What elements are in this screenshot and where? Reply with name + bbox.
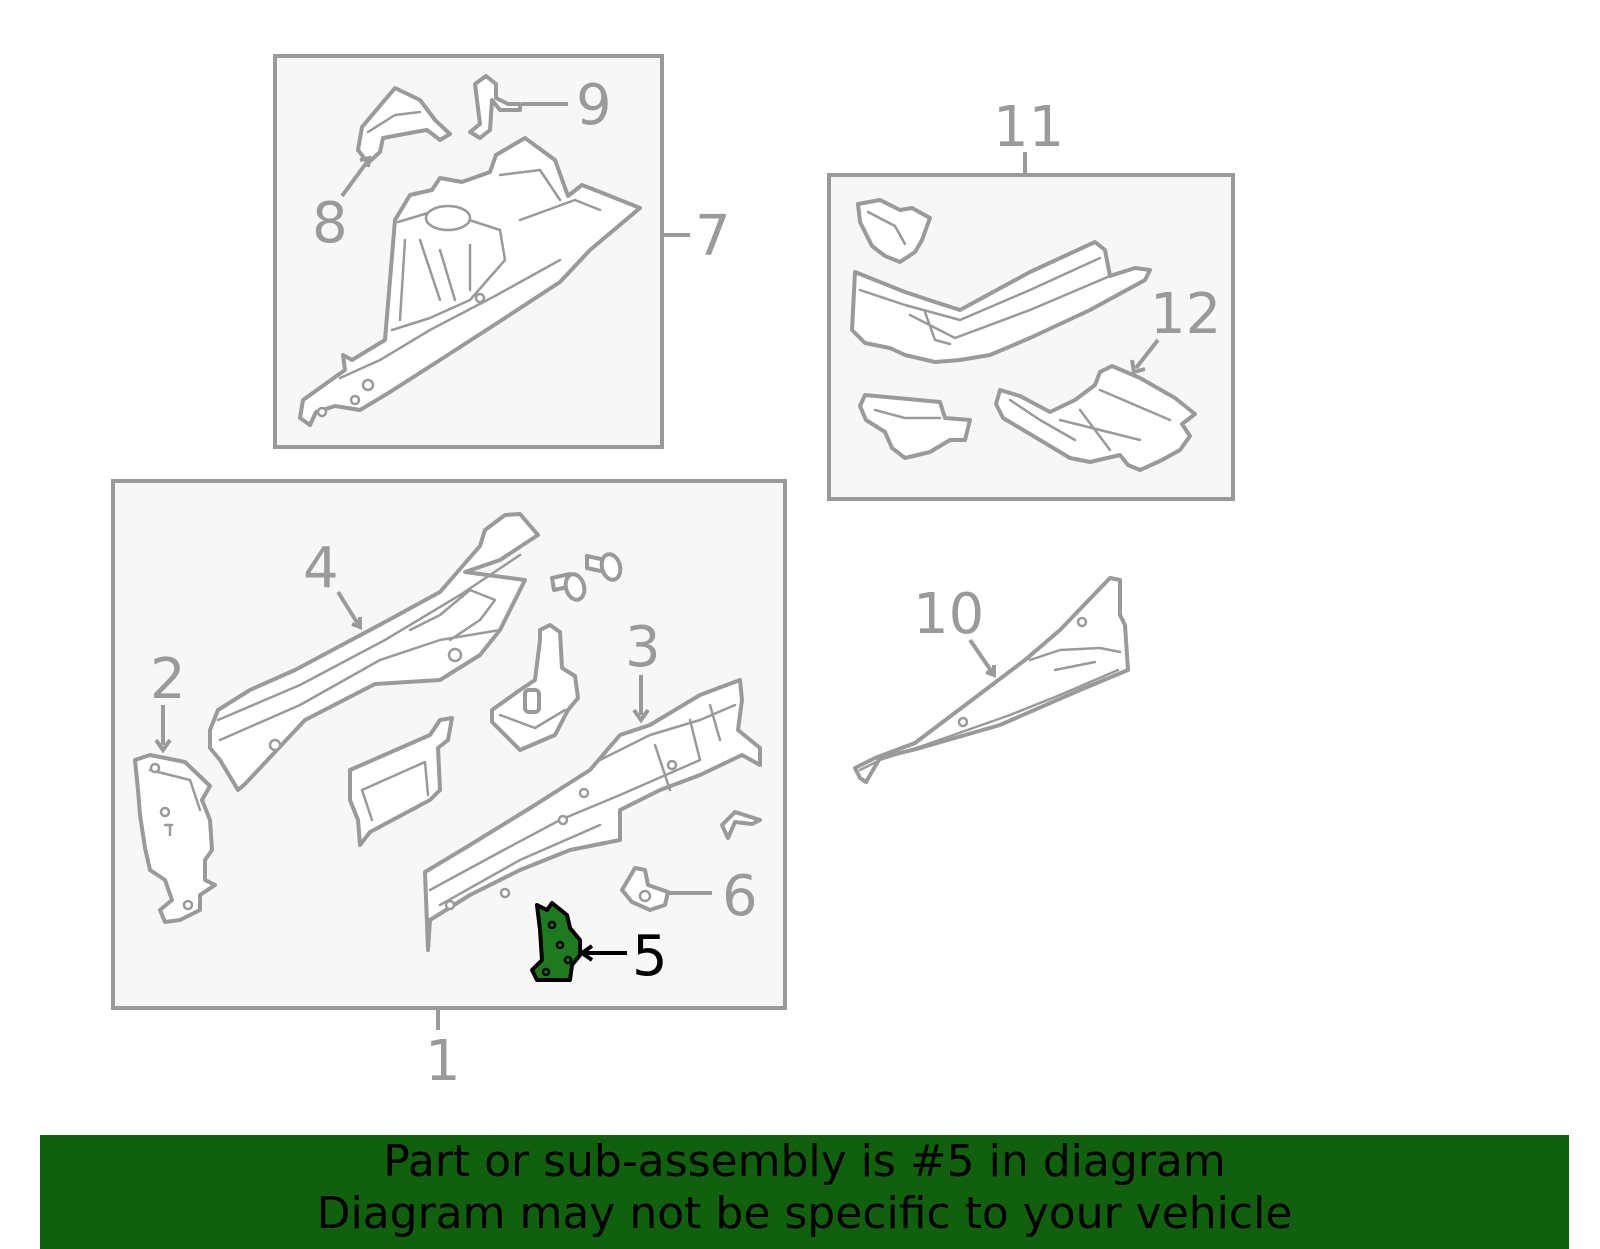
part-9-bracket[interactable]	[468, 74, 522, 140]
info-banner: Part or sub-assembly is #5 in diagram Di…	[40, 1135, 1569, 1249]
svg-text:1: 1	[425, 1029, 461, 1094]
part-4-rail[interactable]	[208, 512, 540, 792]
callout-7: 7	[695, 204, 731, 269]
svg-text:4: 4	[303, 536, 339, 601]
small-hook-bracket[interactable]	[720, 810, 762, 840]
svg-text:5: 5	[632, 924, 668, 989]
callout-11: 11	[993, 95, 1064, 160]
callout-5: 5	[578, 924, 668, 989]
svg-text:6: 6	[722, 864, 758, 929]
mount-bracket[interactable]	[490, 623, 580, 752]
callout-4: 4	[303, 536, 362, 630]
callout-9: 9	[522, 73, 612, 138]
callout-2: 2	[150, 647, 186, 754]
part-12-rear-member[interactable]	[994, 364, 1197, 472]
part-10-extension[interactable]	[853, 576, 1130, 784]
svg-text:3: 3	[625, 615, 661, 680]
callout-8: 8	[312, 155, 372, 256]
part-11-upper-bracket[interactable]	[856, 198, 932, 264]
part-2-plate[interactable]	[133, 753, 217, 924]
part-11-lower-bracket[interactable]	[858, 393, 972, 460]
bolt-b[interactable]	[585, 552, 623, 582]
svg-text:9: 9	[576, 73, 612, 138]
callout-1: 1	[425, 1029, 461, 1094]
callout-6: 6	[667, 864, 758, 929]
banner-line-2: Diagram may not be specific to your vehi…	[316, 1188, 1293, 1239]
part-11-rail[interactable]	[850, 240, 1152, 364]
svg-text:8: 8	[312, 191, 348, 256]
part-5-highlighted[interactable]	[530, 901, 582, 982]
svg-text:10: 10	[913, 582, 984, 647]
svg-text:2: 2	[150, 647, 186, 712]
callout-12: 12	[1130, 282, 1221, 375]
inner-bracket[interactable]	[348, 716, 454, 847]
callout-10: 10	[913, 582, 996, 678]
svg-text:12: 12	[1150, 282, 1221, 347]
svg-text:11: 11	[993, 95, 1064, 160]
banner-line-1: Part or sub-assembly is #5 in diagram	[383, 1136, 1226, 1187]
svg-text:7: 7	[695, 204, 731, 269]
bolt-a[interactable]	[550, 572, 587, 602]
part-7-apron[interactable]	[298, 136, 642, 427]
part-3-rail[interactable]	[423, 678, 762, 952]
callout-3: 3	[625, 615, 661, 724]
